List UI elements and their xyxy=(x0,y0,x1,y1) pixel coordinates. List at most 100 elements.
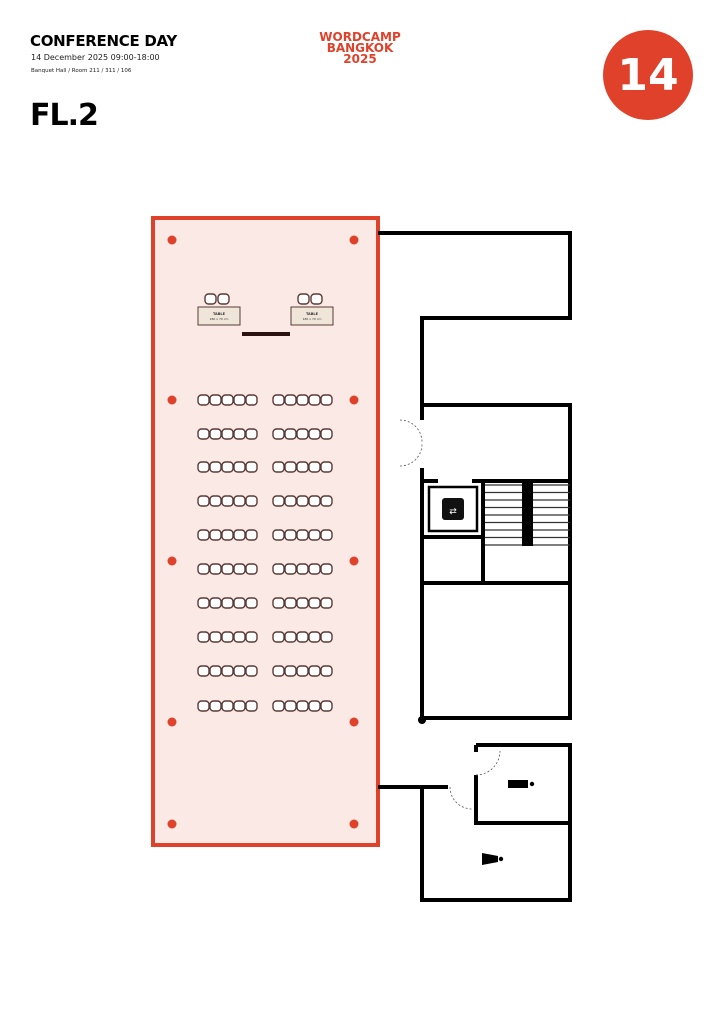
svg-text:⇄: ⇄ xyxy=(449,507,457,517)
chair xyxy=(272,529,285,541)
chair xyxy=(308,700,321,712)
chair xyxy=(320,563,333,575)
chair xyxy=(233,495,246,507)
chair xyxy=(272,597,285,609)
chair xyxy=(320,631,333,643)
chair xyxy=(320,461,333,473)
elevator-icon: ⇄ xyxy=(442,498,464,520)
chair xyxy=(197,597,210,609)
chair xyxy=(209,665,222,677)
chair xyxy=(296,597,309,609)
chair xyxy=(245,665,258,677)
chair xyxy=(272,563,285,575)
chair xyxy=(284,597,297,609)
chair xyxy=(221,428,234,440)
chair xyxy=(308,394,321,406)
chair xyxy=(221,665,234,677)
chair xyxy=(233,597,246,609)
chair xyxy=(296,495,309,507)
chair xyxy=(245,461,258,473)
chair xyxy=(320,597,333,609)
chair xyxy=(197,631,210,643)
page-title: CONFERENCE DAY xyxy=(30,32,177,50)
chair xyxy=(297,293,310,305)
chair xyxy=(284,529,297,541)
chair xyxy=(272,394,285,406)
chair xyxy=(320,529,333,541)
chair xyxy=(245,428,258,440)
event-date: 14 December 2025 09:00-18:00 xyxy=(31,53,160,62)
chair xyxy=(308,597,321,609)
table-label: TABLE xyxy=(306,312,319,316)
table-label: TABLE xyxy=(213,312,226,316)
chair xyxy=(310,293,323,305)
chair xyxy=(233,394,246,406)
table xyxy=(197,306,241,326)
stage xyxy=(242,332,290,336)
chair xyxy=(209,631,222,643)
chair xyxy=(233,700,246,712)
chair xyxy=(233,461,246,473)
chair xyxy=(284,665,297,677)
chair xyxy=(209,394,222,406)
logo-line1: WORDCAMP xyxy=(319,30,401,44)
chair xyxy=(320,700,333,712)
banquet-hall-room[interactable] xyxy=(151,216,380,847)
chair xyxy=(197,495,210,507)
page-number-badge: 14 xyxy=(603,30,693,120)
chair xyxy=(308,428,321,440)
chair xyxy=(209,495,222,507)
chair xyxy=(197,529,210,541)
chair xyxy=(209,529,222,541)
chair xyxy=(197,665,210,677)
chair xyxy=(209,563,222,575)
chair xyxy=(197,394,210,406)
chair xyxy=(308,495,321,507)
chair xyxy=(233,631,246,643)
chair xyxy=(284,631,297,643)
chair xyxy=(221,700,234,712)
chair xyxy=(272,665,285,677)
chair xyxy=(272,495,285,507)
door-swings xyxy=(399,419,501,810)
chair xyxy=(245,495,258,507)
pillar xyxy=(167,717,177,727)
chair xyxy=(209,461,222,473)
chair xyxy=(221,563,234,575)
walls xyxy=(378,231,572,902)
chair xyxy=(284,495,297,507)
chair xyxy=(233,563,246,575)
chair xyxy=(308,529,321,541)
pillar xyxy=(167,556,177,566)
chair xyxy=(221,461,234,473)
pillar xyxy=(349,235,359,245)
chair xyxy=(209,700,222,712)
chair xyxy=(320,428,333,440)
logo-line2: BANGKOK xyxy=(326,41,394,55)
chair xyxy=(221,394,234,406)
chair xyxy=(296,631,309,643)
table-size: 180 x 70 cm xyxy=(303,317,322,321)
chair xyxy=(308,563,321,575)
chair xyxy=(320,495,333,507)
chair xyxy=(245,563,258,575)
chair xyxy=(320,665,333,677)
chair xyxy=(296,394,309,406)
chair xyxy=(245,529,258,541)
logo-line3: 2025 xyxy=(343,52,377,66)
chair xyxy=(296,563,309,575)
chair xyxy=(284,461,297,473)
wordcamp-logo: WORDCAMP BANGKOK 2025 xyxy=(300,30,420,66)
pillar xyxy=(349,819,359,829)
pillar xyxy=(349,395,359,405)
chair xyxy=(209,597,222,609)
chair xyxy=(233,529,246,541)
pillar xyxy=(167,235,177,245)
chair xyxy=(308,665,321,677)
event-location: Banquet Hall / Room 211 / 311 / 106 xyxy=(31,68,132,74)
chair xyxy=(296,428,309,440)
chair xyxy=(221,597,234,609)
chair xyxy=(233,665,246,677)
chair xyxy=(221,631,234,643)
